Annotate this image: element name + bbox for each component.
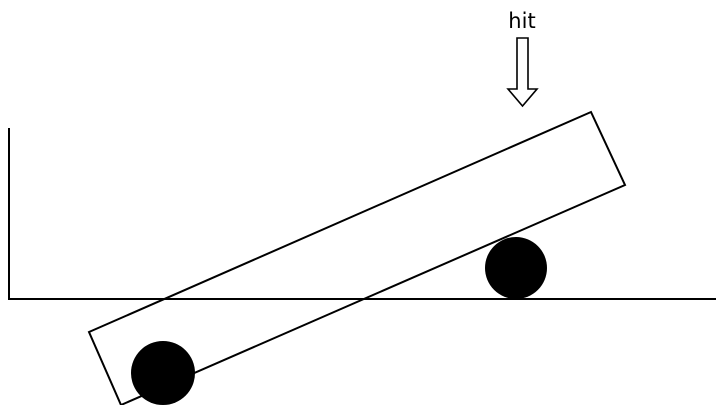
hit-arrow-icon xyxy=(506,37,539,108)
left-ball xyxy=(131,341,195,405)
hit-label: hit xyxy=(508,9,535,33)
right-ball xyxy=(485,237,547,299)
tilted-plank xyxy=(87,110,627,405)
